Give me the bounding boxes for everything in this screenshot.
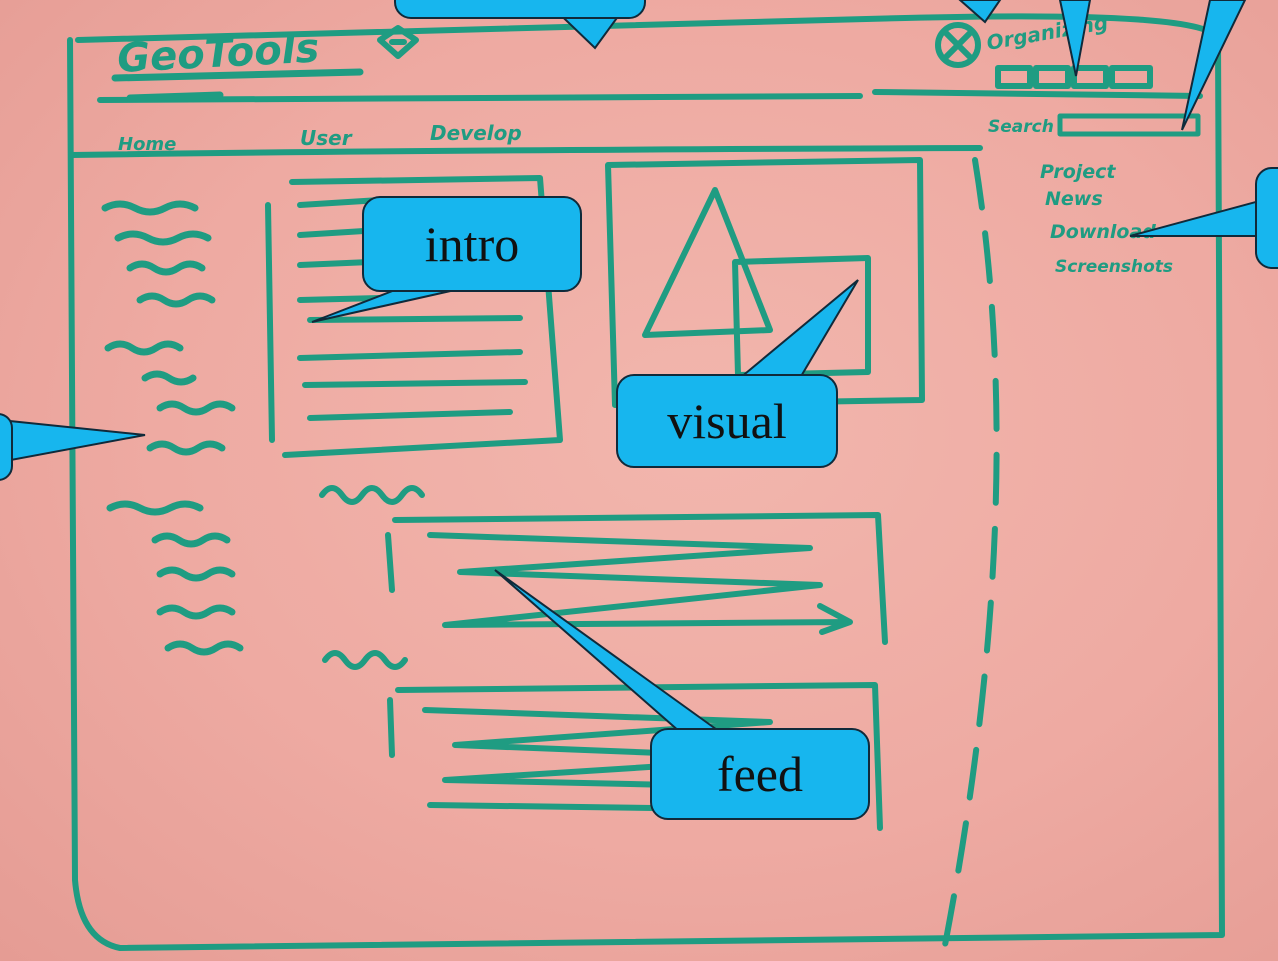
intro-block-sketch bbox=[265, 175, 563, 458]
dashed-column-divider bbox=[942, 157, 1000, 948]
callout-tail-search bbox=[1181, 0, 1247, 131]
nav-develop: Develop bbox=[430, 121, 522, 145]
callout-side-links-edge bbox=[1255, 167, 1278, 269]
logo-text: GeoTools bbox=[116, 25, 320, 82]
callout-tail-left-nav bbox=[0, 418, 146, 464]
callout-left-nav-edge bbox=[0, 413, 13, 481]
header-divider bbox=[97, 89, 1203, 103]
logo-icon bbox=[377, 25, 419, 59]
callout-feed: feed bbox=[650, 728, 870, 820]
logo-underline bbox=[111, 68, 364, 102]
nav-divider bbox=[69, 145, 983, 158]
organizing-icon bbox=[935, 22, 981, 68]
feed-sketch bbox=[319, 485, 888, 831]
side-link-screenshots: Screenshots bbox=[1055, 257, 1173, 277]
callout-tail-header-boxes bbox=[1058, 0, 1092, 77]
callout-tail-side-links bbox=[1129, 194, 1278, 237]
header-box-1 bbox=[995, 65, 1033, 89]
callout-top-center-edge bbox=[394, 0, 646, 19]
side-link-news: News bbox=[1045, 188, 1103, 210]
nav-user: User bbox=[300, 126, 353, 150]
callout-tail-feed bbox=[494, 569, 724, 733]
callout-tail-organizing bbox=[958, 0, 1002, 24]
callout-visual: visual bbox=[616, 374, 838, 468]
search-label: Search bbox=[988, 117, 1054, 137]
search-box-sketch bbox=[1057, 113, 1201, 137]
header-box-3 bbox=[1071, 65, 1109, 89]
callout-intro: intro bbox=[362, 196, 582, 292]
side-link-project: Project bbox=[1040, 161, 1116, 183]
side-link-download: Download bbox=[1050, 221, 1156, 243]
visual-block-sketch bbox=[605, 157, 925, 408]
nav-home: Home bbox=[118, 134, 176, 155]
page-frame bbox=[67, 13, 1225, 951]
header-box-2 bbox=[1033, 65, 1071, 89]
left-nav-squiggles bbox=[101, 200, 244, 656]
header-box-4 bbox=[1109, 65, 1153, 89]
